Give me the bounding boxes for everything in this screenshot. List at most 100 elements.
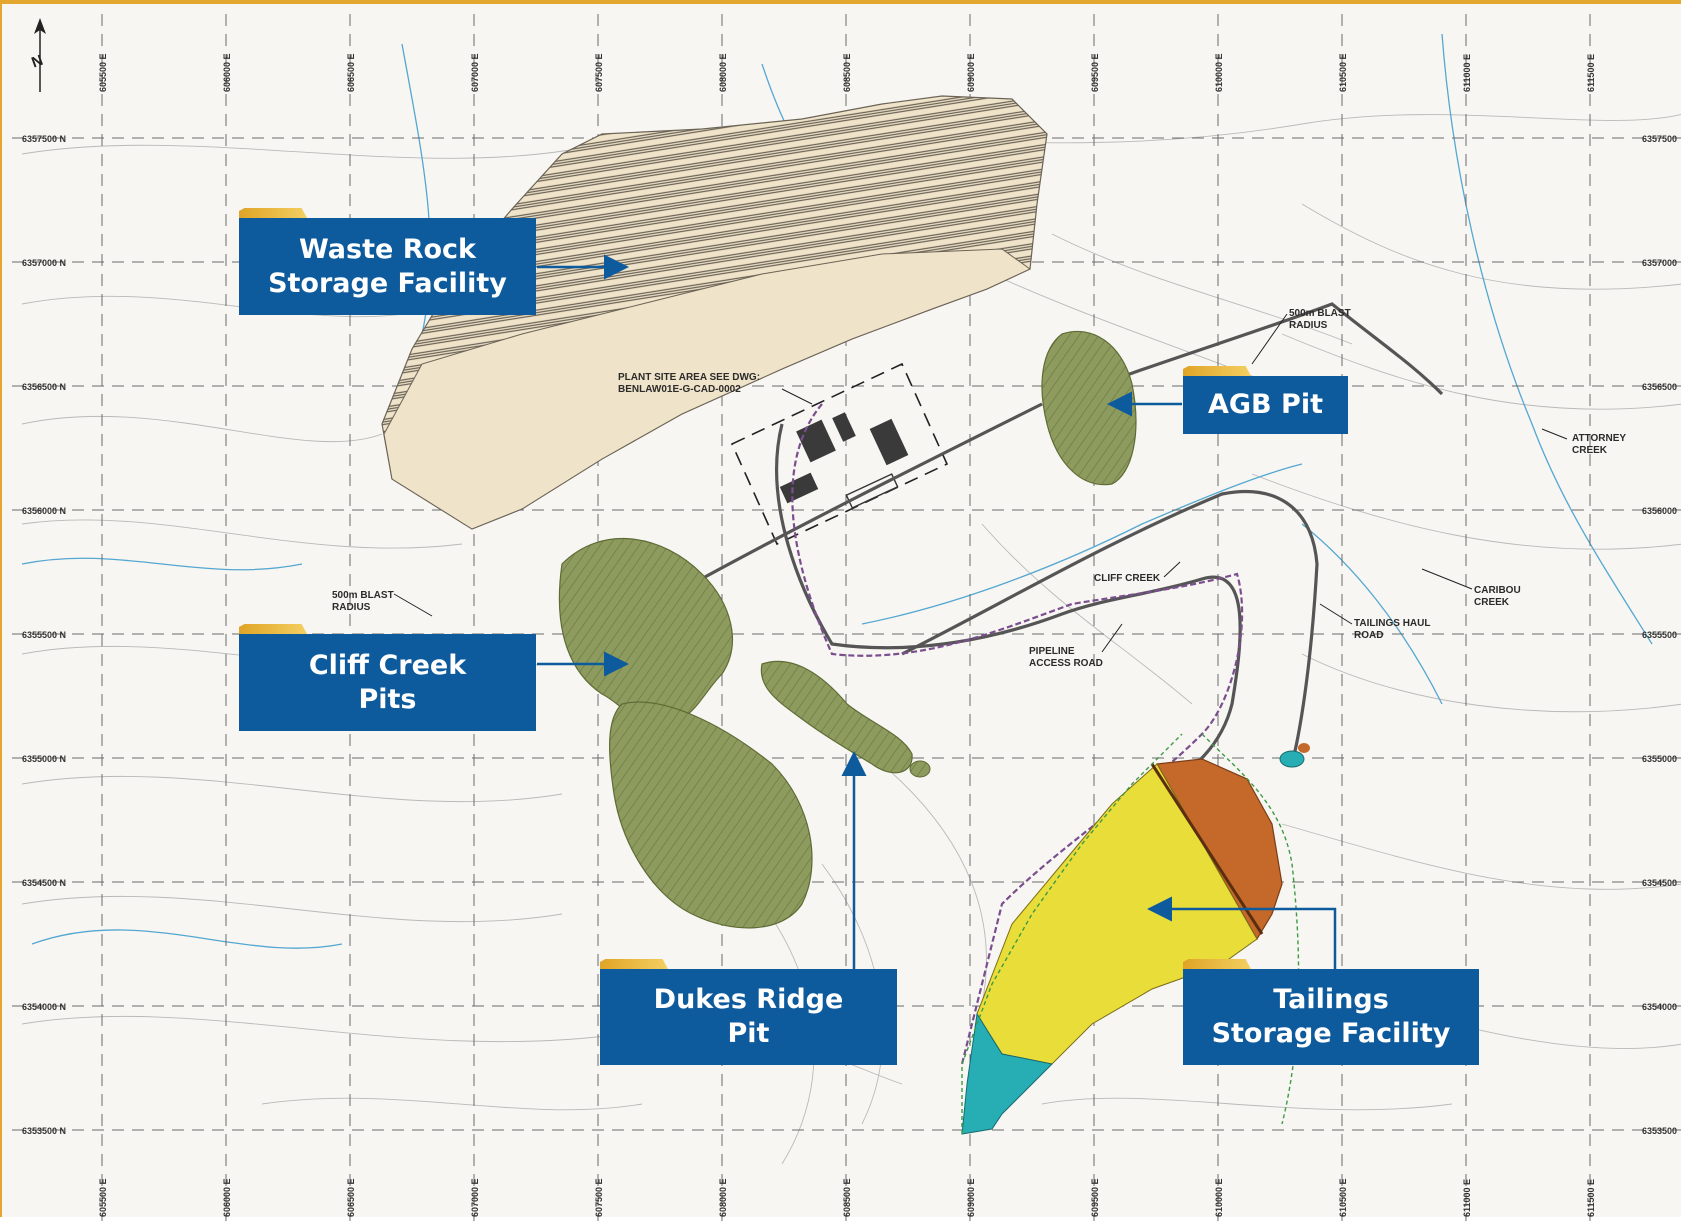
attorney-creek-line2: CREEK	[1572, 445, 1608, 456]
easting-label-top: 606000 E	[222, 53, 232, 92]
callout-line: Tailings	[1273, 984, 1389, 1015]
easting-label-bottom: 605500 E	[98, 1178, 108, 1217]
easting-label-bottom: 610500 E	[1338, 1178, 1348, 1217]
easting-label-top: 607000 E	[470, 53, 480, 92]
tailings-orange-area[interactable]	[1156, 758, 1283, 941]
easting-label-bottom: 606000 E	[222, 1178, 232, 1217]
small-orange-pond	[1298, 743, 1310, 753]
attorney-creek-line1: ATTORNEY	[1572, 433, 1626, 444]
northing-label-right: 6355500	[1642, 630, 1677, 640]
northing-label-left: 6354500 N	[22, 878, 66, 888]
tailings-haul-road-line2: ROAD	[1354, 630, 1383, 641]
north-arrow-icon: N	[29, 18, 46, 92]
easting-label-bottom: 611000 E	[1462, 1179, 1472, 1217]
callout-tab	[1183, 959, 1251, 969]
caribou-creek-line1: CARIBOU	[1474, 585, 1521, 596]
northing-label-right: 6356000	[1642, 506, 1677, 516]
easting-label-bottom: 611500 E	[1586, 1179, 1596, 1217]
northing-label-left: 6354000 N	[22, 1002, 66, 1012]
blast-radius-east-line1: 500m BLAST	[1289, 308, 1351, 319]
plant-site-boundary	[730, 362, 949, 546]
callout-pointers	[537, 254, 1337, 969]
dukes-ridge-pit-extension	[909, 760, 931, 778]
easting-label-bottom: 610000 E	[1214, 1178, 1224, 1217]
grid-labels: 605500 E 606000 E 606500 E 607000 E 6075…	[22, 53, 1677, 1217]
pipeline-access-road-line1: PIPELINE	[1029, 646, 1075, 657]
easting-label-top: 611000 E	[1462, 54, 1472, 92]
map-notes: PLANT SITE AREA SEE DWG: BENLAW01E-G-CAD…	[332, 308, 1626, 669]
cliff-creek-pit-south[interactable]	[609, 701, 813, 929]
plant-buildings	[779, 412, 909, 509]
easting-label-bottom: 608000 E	[718, 1178, 728, 1217]
easting-label-bottom: 609500 E	[1090, 1178, 1100, 1217]
cliff-creek-pits-callout[interactable]: Cliff Creek Pits	[239, 624, 536, 731]
north-arrow-label: N	[29, 52, 45, 72]
northing-label-left: 6355000 N	[22, 754, 66, 764]
northing-label-right: 6357500	[1642, 134, 1677, 144]
site-map[interactable]: 605500 E 606000 E 606500 E 607000 E 6075…	[2, 4, 1681, 1221]
waste-rock-callout[interactable]: Waste Rock Storage Facility	[239, 208, 536, 315]
northing-label-left: 6356500 N	[22, 382, 66, 392]
northing-label-left: 6357500 N	[22, 134, 66, 144]
callout-tab	[239, 624, 307, 634]
easting-label-top: 606500 E	[346, 53, 356, 92]
tailings-teal-area[interactable]	[961, 1012, 1054, 1135]
easting-label-bottom: 607500 E	[594, 1178, 604, 1217]
pipeline-access-road	[791, 403, 1244, 1065]
callout-line: Pit	[727, 1018, 770, 1049]
callout-tab	[239, 208, 307, 218]
cliff-creek-pit-north[interactable]	[558, 537, 733, 725]
blast-radius-east-line2: RADIUS	[1289, 320, 1328, 331]
agb-pit-callout[interactable]: AGB Pit	[1183, 366, 1348, 434]
callout-line: Storage Facility	[268, 267, 507, 299]
callout-line: Dukes Ridge	[653, 984, 844, 1015]
tailings-haul-road-line1: TAILINGS HAUL	[1354, 618, 1430, 629]
callout-line: Pits	[358, 683, 417, 715]
callout-tab	[1183, 366, 1251, 376]
easting-label-top: 608500 E	[842, 53, 852, 92]
easting-label-top: 609500 E	[1090, 53, 1100, 92]
plant-site-note-line1: PLANT SITE AREA SEE DWG:	[618, 372, 760, 383]
easting-label-top: 607500 E	[594, 53, 604, 92]
tailings-dam-crest	[1150, 763, 1264, 935]
easting-label-top: 610500 E	[1338, 53, 1348, 92]
callout-line: Waste Rock	[298, 233, 477, 265]
northing-label-right: 6357000	[1642, 258, 1677, 268]
waste-rock-plain-area	[383, 248, 1031, 530]
northing-label-left: 6355500 N	[22, 630, 66, 640]
easting-label-top: 608000 E	[718, 53, 728, 92]
cliff-creek-note: CLIFF CREEK	[1094, 573, 1161, 584]
easting-label-top: 609000 E	[966, 53, 976, 92]
easting-label-bottom: 607000 E	[470, 1178, 480, 1217]
callout-line: AGB Pit	[1208, 389, 1323, 420]
northing-label-right: 6356500	[1642, 382, 1677, 392]
easting-label-top: 611500 E	[1586, 54, 1596, 92]
dukes-ridge-pit-area[interactable]	[760, 660, 913, 774]
northing-label-right: 6354000	[1642, 1002, 1677, 1012]
easting-label-top: 610000 E	[1214, 53, 1224, 92]
easting-label-top: 605500 E	[98, 53, 108, 92]
tailings-callout[interactable]: Tailings Storage Facility	[1183, 959, 1479, 1065]
northing-label-left: 6353500 N	[22, 1126, 66, 1136]
callout-tab	[600, 959, 668, 969]
dukes-ridge-pit-callout[interactable]: Dukes Ridge Pit	[600, 959, 897, 1065]
caribou-creek-line2: CREEK	[1474, 597, 1510, 608]
blast-radius-west-line2: RADIUS	[332, 602, 371, 613]
northing-label-right: 6354500	[1642, 878, 1677, 888]
small-teal-pond	[1279, 750, 1305, 768]
northing-label-left: 6356000 N	[22, 506, 66, 516]
northing-label-right: 6353500	[1642, 1126, 1677, 1136]
pipeline-access-road-line2: ACCESS ROAD	[1029, 658, 1103, 669]
blast-radius-west-line1: 500m BLAST	[332, 590, 394, 601]
plant-site-note-line2: BENLAW01E-G-CAD-0002	[618, 384, 741, 395]
easting-label-bottom: 609000 E	[966, 1178, 976, 1217]
callout-line: Cliff Creek	[308, 649, 467, 681]
northing-label-right: 6355000	[1642, 754, 1677, 764]
easting-label-bottom: 606500 E	[346, 1178, 356, 1217]
northing-label-left: 6357000 N	[22, 258, 66, 268]
haul-roads	[691, 302, 1444, 786]
callout-line: Storage Facility	[1211, 1018, 1451, 1049]
easting-label-bottom: 608500 E	[842, 1178, 852, 1217]
agb-pit-area[interactable]	[1041, 330, 1137, 486]
